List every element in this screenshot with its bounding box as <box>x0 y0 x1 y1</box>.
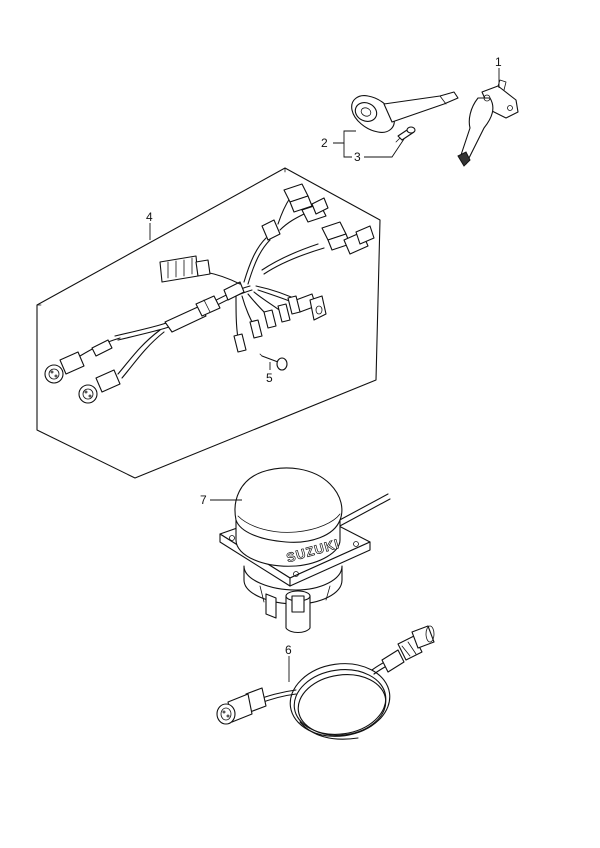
callout-5: 5 <box>266 371 273 385</box>
part-2-lever-grip[interactable] <box>351 91 459 133</box>
callout-3: 3 <box>354 150 361 164</box>
callout-4: 4 <box>146 210 153 224</box>
part-1-lever[interactable] <box>457 79 519 167</box>
part-6-extension-cable[interactable] <box>216 625 435 743</box>
part-5-pin[interactable] <box>259 353 288 371</box>
part-4-wiring-harness[interactable] <box>44 183 375 404</box>
callout-7: 7 <box>200 493 207 507</box>
callout-2: 2 <box>321 136 328 150</box>
callout-6: 6 <box>285 643 292 657</box>
callout-numbers: 1 2 3 4 5 6 7 <box>146 55 502 657</box>
part-4-harness-box <box>36 167 381 479</box>
leader-lines <box>149 68 500 682</box>
part-3-screw[interactable] <box>395 126 416 143</box>
part-7-gps-antenna[interactable]: SUZUKI <box>219 467 391 634</box>
callout-1: 1 <box>495 55 502 69</box>
